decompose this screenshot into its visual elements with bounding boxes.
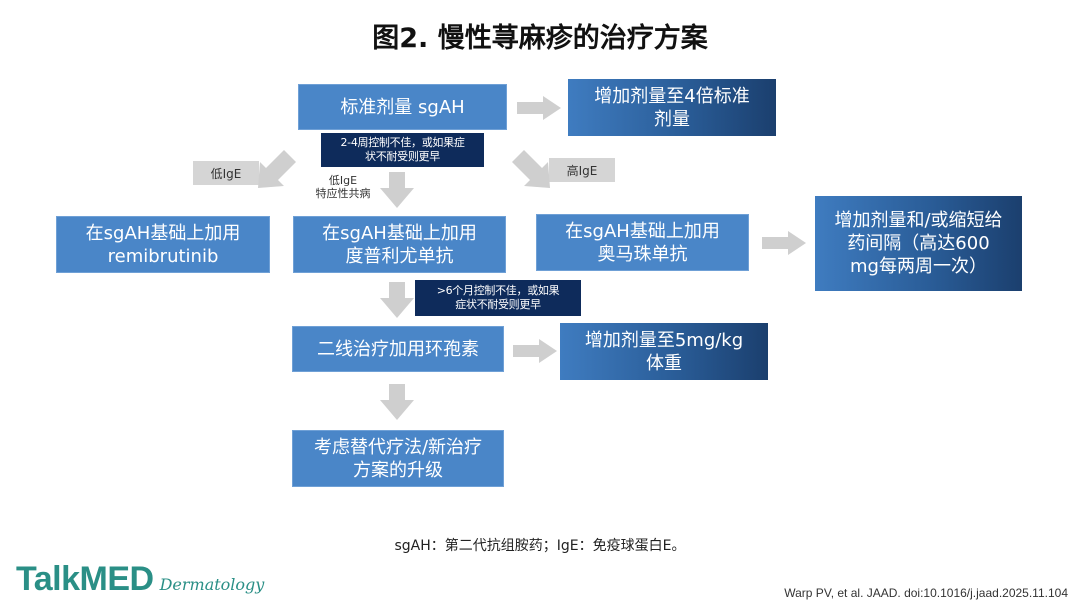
arrow-right-icon	[513, 339, 557, 363]
arrow-right-icon	[517, 96, 561, 120]
arrow-down-right-icon	[512, 150, 550, 188]
arrow-down-icon	[380, 172, 414, 208]
tag-high-ige: 高IgE	[549, 158, 615, 182]
arrow-down-icon	[380, 384, 414, 420]
logo-sub-text: Dermatology	[159, 575, 265, 594]
footnote: sgAH：第二代抗组胺药；IgE：免疫球蛋白E。	[394, 538, 686, 554]
node-cyclosporine: 二线治疗加用环孢素	[292, 326, 504, 372]
arrow-right-icon	[762, 231, 806, 255]
tag-low-ige: 低IgE	[193, 161, 259, 185]
node-alternative: 考虑替代疗法/新治疗 方案的升级	[292, 430, 504, 487]
citation: Warp PV, et al. JAAD. doi:10.1016/j.jaad…	[784, 586, 1068, 600]
node-standard-dose: 标准剂量 sgAH	[298, 84, 507, 130]
note-first-line-fail: 2-4周控制不佳，或如果症 状不耐受则更早	[321, 133, 484, 167]
arrow-down-icon	[380, 282, 414, 318]
node-omalizumab: 在sgAH基础上加用 奥马珠单抗	[536, 214, 749, 271]
logo: TalkMED Dermatology	[16, 560, 264, 599]
tag-low-ige-atopic: 低IgE 特应性共病	[305, 174, 381, 202]
node-cyclosporine-increase: 增加剂量至5mg/kg 体重	[560, 323, 768, 380]
arrow-down-left-icon	[258, 150, 296, 188]
logo-main-text: TalkMED	[16, 560, 154, 598]
note-second-line-fail: >6个月控制不佳，或如果 症状不耐受则更早	[415, 280, 581, 316]
node-dupilumab: 在sgAH基础上加用 度普利尤单抗	[293, 216, 506, 273]
node-remibrutinib: 在sgAH基础上加用 remibrutinib	[56, 216, 270, 273]
node-omalizumab-increase: 增加剂量和/或缩短给 药间隔（高达600 mg每两周一次）	[815, 196, 1022, 291]
page-title: 图2. 慢性荨麻疹的治疗方案	[372, 23, 708, 54]
node-increase-4x: 增加剂量至4倍标准 剂量	[568, 79, 776, 136]
